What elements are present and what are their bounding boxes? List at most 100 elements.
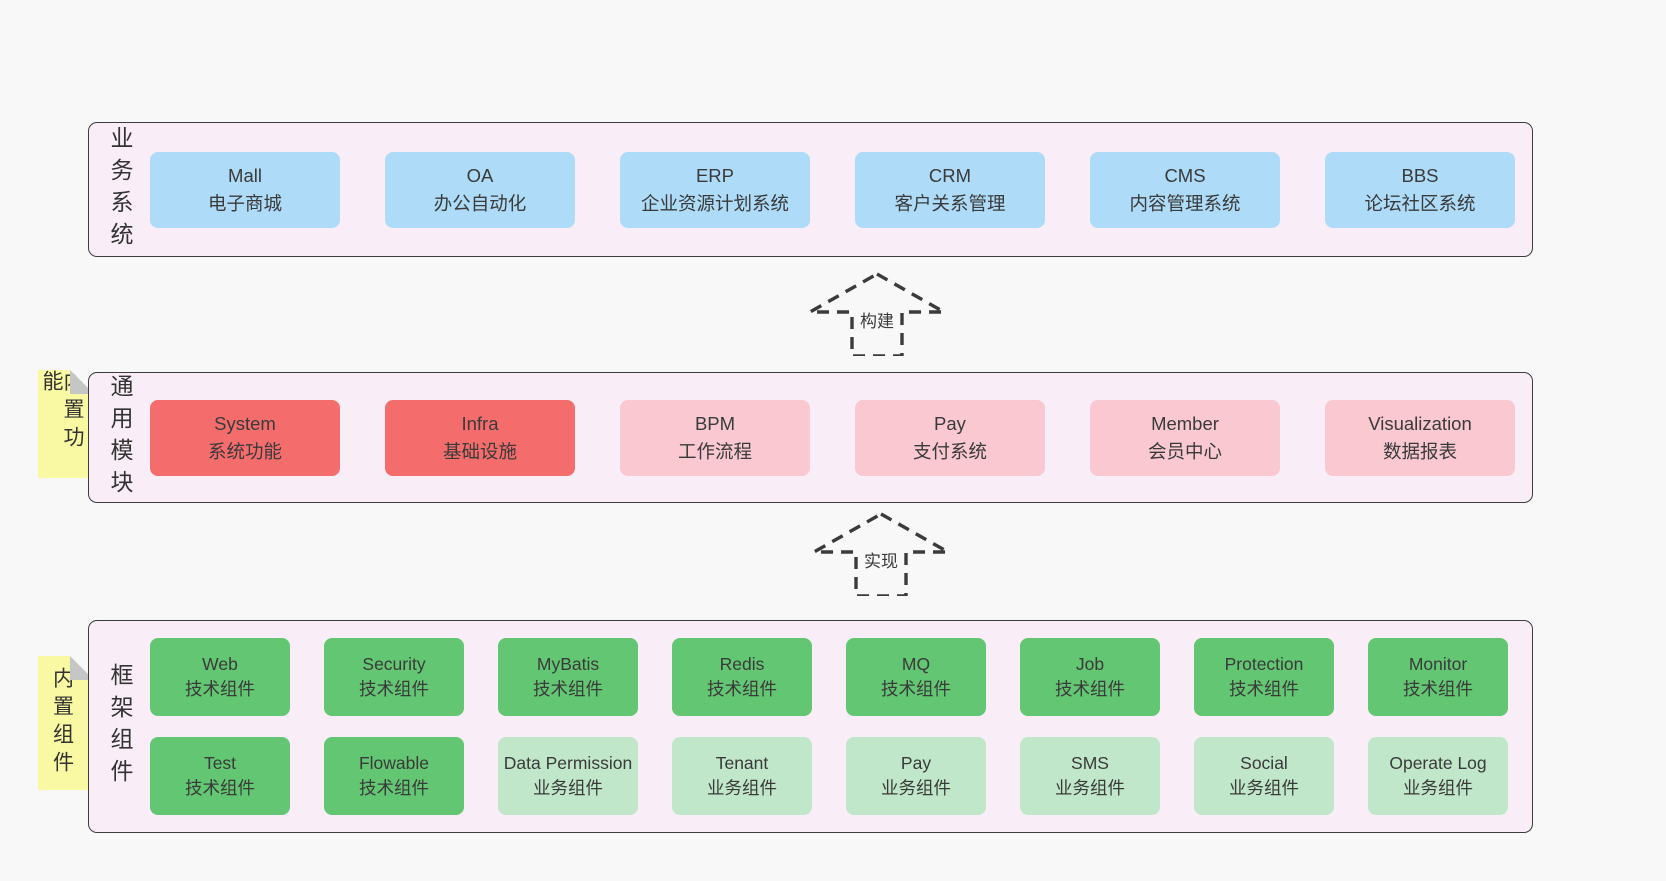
- box-name: Monitor: [1408, 654, 1468, 675]
- box-desc: 技术组件: [1055, 679, 1125, 699]
- panel-business-label: 业务系统: [107, 125, 133, 254]
- box-desc: 论坛社区系统: [1364, 192, 1476, 214]
- module-box-bpm: BPM 工作流程: [620, 399, 810, 476]
- framework-box-security: Security 技术组件: [324, 638, 464, 716]
- box-desc: 支付系统: [912, 440, 987, 462]
- box-desc: 基础设施: [442, 440, 517, 462]
- box-desc: 内容管理系统: [1129, 192, 1241, 214]
- box-name: OA: [466, 164, 494, 186]
- box-name: Operate Log: [1389, 753, 1487, 774]
- box-desc: 技术组件: [185, 679, 255, 699]
- module-box-system: System 系统功能: [150, 399, 340, 476]
- box-desc: 办公自动化: [433, 192, 527, 214]
- box-name: Test: [203, 753, 237, 774]
- box-name: Pay: [900, 753, 932, 774]
- dashed-up-arrow-build: 构建: [810, 272, 944, 356]
- panel-business-systems: 业务系统 Mall 电子商城 OA 办公自动化 ERP 企业资源计划系统 CRM…: [88, 122, 1533, 257]
- panel-modules-label-wrap: 通用模块: [89, 373, 150, 502]
- box-name: Tenant: [715, 753, 769, 774]
- module-box-pay: Pay 支付系统: [855, 399, 1045, 476]
- box-name: Member: [1151, 412, 1219, 434]
- box-name: Mall: [228, 164, 262, 186]
- box-name: System: [214, 412, 276, 434]
- box-desc: 会员中心: [1147, 440, 1222, 462]
- panel-framework-components: 框架组件 Web 技术组件 Security 技术组件 MyBatis 技术组件…: [88, 620, 1533, 833]
- box-name: Data Permission: [503, 753, 633, 774]
- box-desc: 业务组件: [1229, 778, 1299, 798]
- box-name: Job: [1075, 654, 1105, 675]
- framework-box-monitor: Monitor 技术组件: [1368, 638, 1508, 716]
- framework-row-1: Web 技术组件 Security 技术组件 MyBatis 技术组件 Redi…: [150, 638, 1516, 716]
- panel-business-label-wrap: 业务系统: [89, 123, 150, 256]
- business-boxes: Mall 电子商城 OA 办公自动化 ERP 企业资源计划系统 CRM 客户关系…: [150, 123, 1532, 256]
- sticky-note-built-in-components: 内置组件: [38, 656, 94, 790]
- module-box-member: Member 会员中心: [1090, 399, 1280, 476]
- box-name: Infra: [461, 412, 499, 434]
- framework-box-data-permission: Data Permission 业务组件: [498, 737, 638, 815]
- box-name: Web: [202, 654, 238, 675]
- box-name: MQ: [901, 654, 931, 675]
- box-desc: 企业资源计划系统: [640, 192, 789, 214]
- box-name: Flowable: [358, 753, 430, 774]
- framework-box-operate-log: Operate Log 业务组件: [1368, 737, 1508, 815]
- business-box-mall: Mall 电子商城: [150, 151, 340, 228]
- box-name: SMS: [1071, 753, 1109, 774]
- business-box-erp: ERP 企业资源计划系统: [620, 151, 810, 228]
- box-desc: 技术组件: [533, 679, 603, 699]
- box-desc: 技术组件: [1403, 679, 1473, 699]
- module-box-infra: Infra 基础设施: [385, 399, 575, 476]
- box-desc: 业务组件: [707, 778, 777, 798]
- framework-box-pay: Pay 业务组件: [846, 737, 986, 815]
- framework-box-sms: SMS 业务组件: [1020, 737, 1160, 815]
- up-arrow-icon: [814, 512, 948, 596]
- box-desc: 业务组件: [533, 778, 603, 798]
- framework-box-web: Web 技术组件: [150, 638, 290, 716]
- arrow-build-label: 构建: [857, 306, 897, 333]
- business-box-bbs: BBS 论坛社区系统: [1325, 151, 1515, 228]
- framework-box-protection: Protection 技术组件: [1194, 638, 1334, 716]
- box-name: MyBatis: [536, 654, 600, 675]
- box-name: CRM: [928, 164, 972, 186]
- box-desc: 工作流程: [677, 440, 752, 462]
- panel-modules-label: 通用模块: [107, 373, 133, 502]
- box-desc: 技术组件: [185, 778, 255, 798]
- sticky-note-built-in-functions: 内置功能: [38, 370, 94, 478]
- box-name: BPM: [694, 412, 736, 434]
- box-desc: 业务组件: [1403, 778, 1473, 798]
- box-name: Social: [1240, 753, 1288, 774]
- framework-box-redis: Redis 技术组件: [672, 638, 812, 716]
- box-desc: 系统功能: [207, 440, 282, 462]
- box-name: Security: [362, 654, 426, 675]
- business-box-crm: CRM 客户关系管理: [855, 151, 1045, 228]
- framework-box-test: Test 技术组件: [150, 737, 290, 815]
- framework-row-2: Test 技术组件 Flowable 技术组件 Data Permission …: [150, 737, 1516, 815]
- box-desc: 数据报表: [1382, 440, 1457, 462]
- dashed-up-arrow-implement: 实现: [814, 512, 948, 596]
- box-desc: 客户关系管理: [894, 192, 1006, 214]
- panel-common-modules: 通用模块 System 系统功能 Infra 基础设施 BPM 工作流程 Pay…: [88, 372, 1533, 503]
- module-boxes: System 系统功能 Infra 基础设施 BPM 工作流程 Pay 支付系统…: [150, 373, 1532, 502]
- box-name: Pay: [934, 412, 966, 434]
- panel-framework-label-wrap: 框架组件: [89, 621, 150, 832]
- module-box-visualization: Visualization 数据报表: [1325, 399, 1515, 476]
- panel-framework-label: 框架组件: [107, 662, 133, 791]
- box-name: Protection: [1224, 654, 1304, 675]
- box-desc: 电子商城: [207, 192, 282, 214]
- box-desc: 技术组件: [1229, 679, 1299, 699]
- business-box-oa: OA 办公自动化: [385, 151, 575, 228]
- box-desc: 技术组件: [707, 679, 777, 699]
- box-name: BBS: [1401, 164, 1439, 186]
- framework-box-mq: MQ 技术组件: [846, 638, 986, 716]
- framework-box-mybatis: MyBatis 技术组件: [498, 638, 638, 716]
- framework-box-flowable: Flowable 技术组件: [324, 737, 464, 815]
- box-desc: 业务组件: [1055, 778, 1125, 798]
- framework-grid: Web 技术组件 Security 技术组件 MyBatis 技术组件 Redi…: [150, 621, 1532, 832]
- box-desc: 技术组件: [359, 679, 429, 699]
- box-name: ERP: [695, 164, 735, 186]
- box-name: Redis: [719, 654, 765, 675]
- framework-box-social: Social 业务组件: [1194, 737, 1334, 815]
- arrow-implement-label: 实现: [861, 546, 901, 573]
- business-box-cms: CMS 内容管理系统: [1090, 151, 1280, 228]
- box-name: Visualization: [1368, 412, 1472, 434]
